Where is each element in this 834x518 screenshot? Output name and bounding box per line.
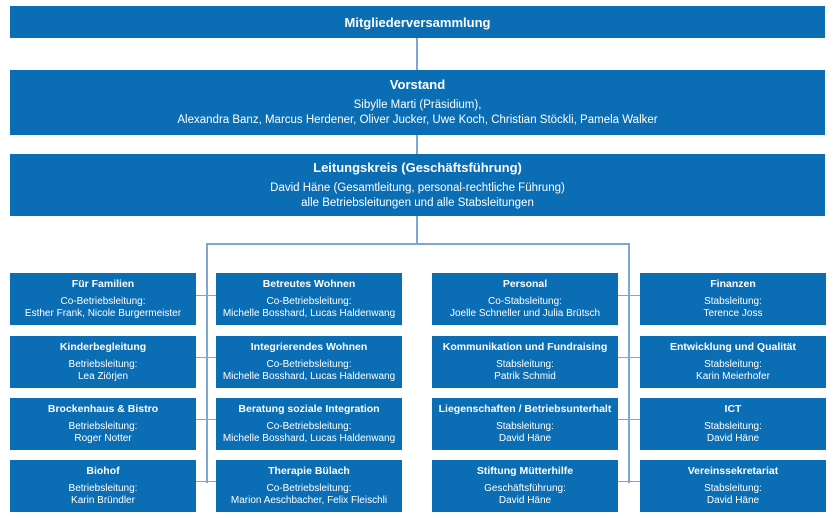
- connector-stub: [196, 419, 216, 420]
- connector-stub: [196, 481, 216, 482]
- unit-names: Terence Joss: [703, 308, 763, 319]
- staff-unit-box: Liegenschaften / Betriebsunterhalt Stabs…: [432, 398, 618, 450]
- unit-box: Therapie Bülach Co-Betriebsleitung: Mari…: [216, 460, 402, 512]
- unit-names: Lea Ziörjen: [77, 371, 129, 382]
- staff-unit-box: Entwicklung und Qualität Stabsleitung: K…: [640, 336, 826, 388]
- unit-names: Marion Aeschbacher, Felix Fleischli: [230, 495, 388, 506]
- unit-title: Entwicklung und Qualität: [670, 340, 796, 353]
- unit-role: Geschäftsführung:: [484, 482, 566, 494]
- general-assembly-title: Mitgliederversammlung: [344, 14, 491, 30]
- unit-names: Michelle Bosshard, Lucas Haldenwang: [222, 371, 396, 382]
- management-title: Leitungskreis (Geschäftsführung): [313, 159, 522, 175]
- unit-names: Joelle Schneller und Julia Brütsch: [449, 308, 601, 319]
- unit-names: Michelle Bosshard, Lucas Haldenwang: [222, 308, 396, 319]
- board-box: Vorstand Sibylle Marti (Präsidium), Alex…: [10, 70, 825, 135]
- connector-stub: [196, 357, 216, 358]
- unit-title: Vereinssekretariat: [687, 464, 779, 477]
- unit-role: Stabsleitung:: [496, 358, 554, 370]
- unit-box: Für Familien Co-Betriebsleitung: Esther …: [10, 273, 196, 325]
- unit-box: Kinderbegleitung Betriebsleitung: Lea Zi…: [10, 336, 196, 388]
- connector-top-board: [416, 38, 418, 70]
- unit-names: Roger Notter: [74, 433, 132, 444]
- management-lead: David Häne (Gesamtleitung, personal-rech…: [270, 181, 565, 194]
- unit-names: Karin Meierhofer: [696, 371, 770, 382]
- unit-title: Finanzen: [710, 277, 756, 290]
- unit-title: Beratung soziale Integration: [238, 402, 380, 415]
- unit-names: Karin Bründler: [71, 495, 135, 506]
- unit-role: Betriebsleitung:: [68, 358, 138, 370]
- unit-box: Integrierendes Wohnen Co-Betriebsleitung…: [216, 336, 402, 388]
- unit-role: Co-Stabsleitung:: [488, 295, 562, 307]
- unit-title: Für Familien: [71, 277, 135, 290]
- connector-stub: [618, 419, 640, 420]
- connector-horizontal-branch: [206, 243, 630, 245]
- connector-stub: [618, 295, 640, 296]
- unit-title: Personal: [502, 277, 548, 290]
- unit-names: Esther Frank, Nicole Burgermeister: [24, 308, 182, 319]
- unit-role: Stabsleitung:: [704, 295, 762, 307]
- unit-role: Co-Betriebsleitung:: [60, 295, 146, 307]
- unit-title: Integrierendes Wohnen: [250, 340, 368, 353]
- unit-names: David Häne: [706, 433, 760, 444]
- unit-role: Stabsleitung:: [704, 420, 762, 432]
- unit-role: Stabsleitung:: [704, 482, 762, 494]
- unit-role: Co-Betriebsleitung:: [266, 482, 352, 494]
- unit-title: Therapie Bülach: [268, 464, 350, 477]
- staff-unit-box: Finanzen Stabsleitung: Terence Joss: [640, 273, 826, 325]
- unit-role: Stabsleitung:: [704, 358, 762, 370]
- board-members: Alexandra Banz, Marcus Herdener, Oliver …: [177, 114, 658, 126]
- unit-title: Liegenschaften / Betriebsunterhalt: [438, 402, 612, 415]
- management-box: Leitungskreis (Geschäftsführung) David H…: [10, 154, 825, 216]
- unit-role: Betriebsleitung:: [68, 420, 138, 432]
- unit-names: Michelle Bosshard, Lucas Haldenwang: [222, 433, 396, 444]
- unit-role: Co-Betriebsleitung:: [266, 295, 352, 307]
- unit-title: Brockenhaus & Bistro: [47, 402, 159, 415]
- staff-unit-box: ICT Stabsleitung: David Häne: [640, 398, 826, 450]
- unit-role: Co-Betriebsleitung:: [266, 358, 352, 370]
- management-scope: alle Betriebsleitungen und alle Stabslei…: [301, 196, 534, 209]
- staff-unit-box: Stiftung Mütterhilfe Geschäftsführung: D…: [432, 460, 618, 512]
- unit-names: David Häne: [498, 433, 552, 444]
- staff-unit-box: Vereinssekretariat Stabsleitung: David H…: [640, 460, 826, 512]
- connector-management-branch: [416, 216, 418, 244]
- unit-title: Stiftung Mütterhilfe: [476, 464, 574, 477]
- board-president: Sibylle Marti (Präsidium),: [353, 99, 482, 111]
- connector-stub: [196, 295, 216, 296]
- staff-unit-box: Kommunikation und Fundraising Stabsleitu…: [432, 336, 618, 388]
- unit-box: Beratung soziale Integration Co-Betriebs…: [216, 398, 402, 450]
- unit-box: Betreutes Wohnen Co-Betriebsleitung: Mic…: [216, 273, 402, 325]
- connector-stub: [618, 481, 640, 482]
- unit-title: Biohof: [86, 464, 120, 477]
- unit-title: Kinderbegleitung: [59, 340, 147, 353]
- general-assembly-box: Mitgliederversammlung: [10, 6, 825, 38]
- connector-stub: [618, 357, 640, 358]
- unit-box: Brockenhaus & Bistro Betriebsleitung: Ro…: [10, 398, 196, 450]
- unit-names: David Häne: [498, 495, 552, 506]
- unit-title: ICT: [724, 402, 742, 415]
- connector-right-trunk: [628, 243, 630, 483]
- board-title: Vorstand: [389, 77, 446, 92]
- connector-left-trunk: [206, 243, 208, 483]
- unit-role: Co-Betriebsleitung:: [266, 420, 352, 432]
- unit-names: David Häne: [706, 495, 760, 506]
- unit-names: Patrik Schmid: [494, 371, 556, 382]
- unit-role: Betriebsleitung:: [68, 482, 138, 494]
- staff-unit-box: Personal Co-Stabsleitung: Joelle Schnell…: [432, 273, 618, 325]
- unit-title: Betreutes Wohnen: [262, 277, 356, 290]
- unit-role: Stabsleitung:: [496, 420, 554, 432]
- unit-title: Kommunikation und Fundraising: [442, 340, 608, 353]
- unit-box: Biohof Betriebsleitung: Karin Bründler: [10, 460, 196, 512]
- connector-board-management: [416, 135, 418, 154]
